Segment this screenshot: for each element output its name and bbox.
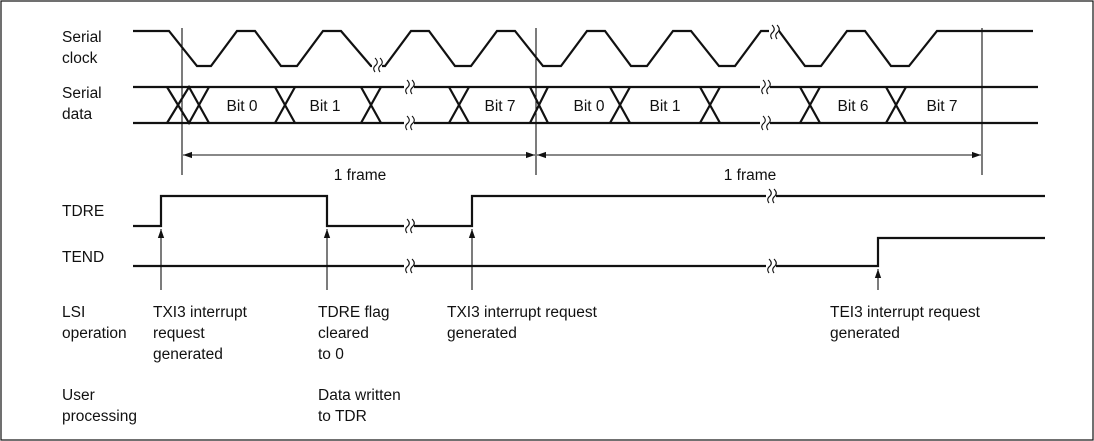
tdre-cleared-label: to 0: [318, 346, 344, 363]
serial-clock-label: Serial: [62, 29, 102, 46]
tei3-label: generated: [830, 325, 900, 342]
txi3-first-label: request: [153, 325, 205, 342]
tdre-break-mark: [405, 218, 415, 234]
data-written-label: Data written: [318, 387, 401, 404]
data-break-mark: [761, 115, 771, 131]
tdre-waveform: [133, 194, 1045, 228]
tend-break-mark: [405, 258, 415, 274]
clock-break-mark: [770, 24, 780, 40]
user-processing-label: processing: [62, 408, 137, 425]
serial-data-label: data: [62, 106, 93, 123]
bit-label: Bit 1: [309, 98, 340, 115]
tdre-break-mark: [767, 188, 777, 204]
tend-label: TEND: [62, 249, 104, 266]
lsi-operation-label: LSI: [62, 304, 85, 321]
bit-label: Bit 6: [837, 98, 868, 115]
txi3-first-label: generated: [153, 346, 223, 363]
serial-clock-waveform: [133, 29, 1033, 68]
serial-clock-label: clock: [62, 50, 98, 67]
lsi-operation-label: operation: [62, 325, 127, 342]
bit-label: Bit 0: [573, 98, 604, 115]
data-break-mark: [761, 79, 771, 95]
frame-label: 1 frame: [724, 167, 777, 184]
serial-data-label: Serial: [62, 85, 102, 102]
bit-label: Bit 7: [484, 98, 515, 115]
tend-waveform: [133, 236, 1045, 268]
tdre-label: TDRE: [62, 203, 104, 220]
txi3-second-label: TXI3 interrupt request: [447, 304, 598, 321]
txi3-first-label: TXI3 interrupt: [153, 304, 248, 321]
tend-break-mark: [767, 258, 777, 274]
bit-label: Bit 1: [649, 98, 680, 115]
data-written-label: to TDR: [318, 408, 367, 425]
data-break-mark: [405, 79, 415, 95]
data-break-mark: [405, 115, 415, 131]
tdre-cleared-label: cleared: [318, 325, 369, 342]
serial-data-transitions: [166, 84, 907, 126]
txi3-second-label: generated: [447, 325, 517, 342]
tei3-label: TEI3 interrupt request: [830, 304, 981, 321]
tdre-cleared-label: TDRE flag: [318, 304, 390, 321]
bit-label: Bit 7: [926, 98, 957, 115]
frame-label: 1 frame: [334, 167, 387, 184]
clock-break-mark: [373, 57, 383, 73]
user-processing-label: User: [62, 387, 95, 404]
bit-label: Bit 0: [226, 98, 257, 115]
